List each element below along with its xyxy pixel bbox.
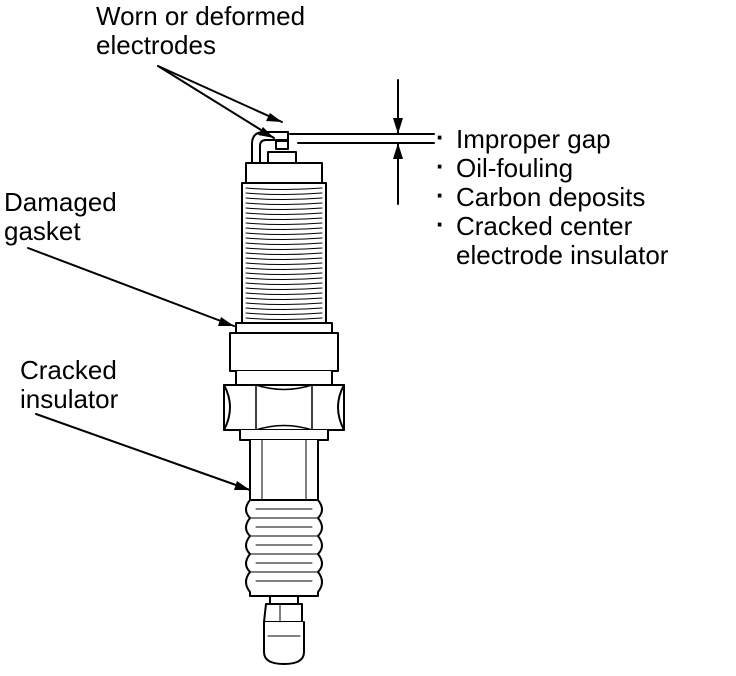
- thread-line: [245, 287, 323, 290]
- thread-line: [245, 292, 323, 295]
- condition-cracked-center: Cracked center: [436, 210, 668, 241]
- thread-line: [245, 297, 323, 300]
- thread-line: [245, 202, 323, 205]
- thread-line: [245, 217, 323, 220]
- thread-line: [245, 242, 323, 245]
- condition-continuation: electrode insulator: [456, 240, 669, 270]
- thread-line: [245, 207, 323, 210]
- thread-line: [245, 267, 323, 270]
- insulator-body: [249, 439, 319, 501]
- gap-conditions-list: Improper gap Oil-fouling Carbon deposits…: [436, 123, 669, 270]
- label-damaged-gasket: Damaged gasket: [4, 188, 117, 246]
- terminal: [263, 595, 305, 665]
- hex-nut: [223, 384, 345, 441]
- thread-line: [245, 227, 323, 230]
- condition-carbon-deposits: Carbon deposits: [436, 181, 668, 212]
- thread-line: [245, 192, 323, 195]
- label-line: Cracked: [20, 355, 117, 385]
- label-line: electrodes: [96, 30, 216, 60]
- thread-line: [245, 257, 323, 260]
- leader-insulator: [35, 413, 251, 491]
- thread-line: [245, 237, 323, 240]
- label-worn-electrodes: Worn or deformed electrodes: [96, 2, 305, 60]
- thread-line: [245, 247, 323, 250]
- thread-line: [245, 317, 323, 320]
- thread-line: [245, 312, 323, 315]
- thread-line: [245, 222, 323, 225]
- shell-body: [229, 332, 339, 386]
- leader-gasket: [27, 247, 235, 327]
- label-cracked-insulator: Cracked insulator: [20, 356, 118, 414]
- label-line: Damaged: [4, 187, 117, 217]
- leader-electrodes-1: [157, 65, 283, 123]
- thread-line: [245, 307, 323, 310]
- thread-line: [245, 212, 323, 215]
- thread-line: [245, 197, 323, 200]
- thread-line: [245, 277, 323, 280]
- thread-line: [245, 262, 323, 265]
- thread-line: [245, 302, 323, 305]
- label-line: gasket: [4, 216, 81, 246]
- insulator-ribs: [245, 499, 323, 597]
- thread-line: [245, 187, 323, 190]
- thread-line: [245, 252, 323, 255]
- threaded-shell: [241, 162, 327, 324]
- thread-line: [245, 282, 323, 285]
- ground-electrode: [251, 131, 289, 164]
- label-line: insulator: [20, 384, 119, 414]
- thread-line: [245, 232, 323, 235]
- thread-line: [245, 272, 323, 275]
- condition-improper-gap: Improper gap: [436, 123, 668, 154]
- gap-indicator: [289, 79, 435, 205]
- condition-oil-fouling: Oil-fouling: [436, 152, 668, 183]
- center-electrode: [267, 140, 297, 164]
- leader-electrodes-2: [157, 65, 275, 139]
- label-line: Worn or deformed: [96, 1, 306, 31]
- gasket-part: [235, 322, 333, 334]
